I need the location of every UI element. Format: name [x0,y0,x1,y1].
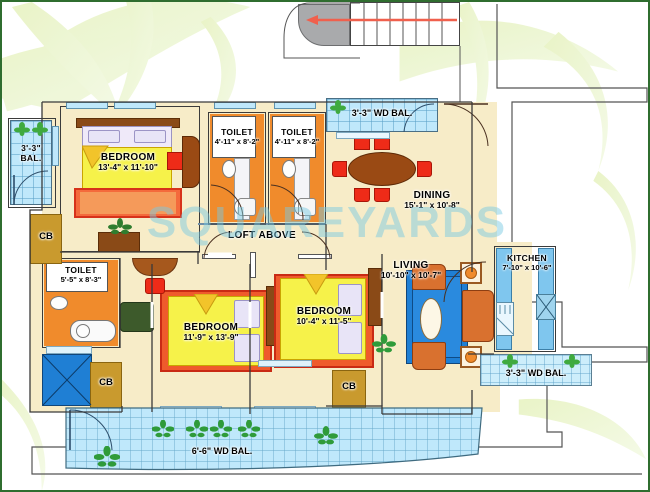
bedroom-2-label: BEDROOM 11'-9" x 13'-9" [183,322,239,343]
balcony-right-wd-label: 3'-3" WD BAL. [505,368,567,378]
toilet-2-label: TOILET 4'-11" x 8'-2" [274,127,320,146]
plant-icon [564,354,580,368]
plant-icon [108,218,132,236]
plant-icon [151,419,175,438]
toilet-3-label: TOILET 5'-5" x 8'-3" [60,265,102,284]
balcony-bottom-wd-label: 6'-6" WD BAL. [191,446,253,456]
cupboard-cb-3-label: CB [342,381,356,392]
bedroom-3-label: BEDROOM 10'-4" x 11'-5" [296,306,352,327]
plant-icon [14,122,30,136]
plant-icon [209,419,233,438]
cupboard-cb-1-label: CB [39,231,53,242]
master-bedroom-label: BEDROOM 13'-4" x 11'-10" [98,152,158,173]
plant-icon [502,354,518,368]
plant-icon [93,445,121,468]
plant-icon [372,334,396,354]
balcony-top-wd-label: 3'-3" WD BAL. [351,108,413,118]
plant-icon [185,419,209,438]
plant-icon [314,426,338,446]
direction-arrow-icon [306,15,457,25]
cupboard-cb-2-label: CB [99,377,113,388]
balcony-left-label: 3'-3" BAL. [20,143,42,163]
plant-icon [32,122,48,136]
living-label: LIVING 10'-10" x 10'-7" [380,260,442,281]
plant-icon [237,419,261,438]
dining-label: DINING 15'-1" x 10'-8" [404,190,460,211]
kitchen-label: KITCHEN 7'-10" x 10'-6" [502,253,552,272]
toilet-1-label: TOILET 4'-11" x 8'-2" [214,127,260,146]
loft-above-label: LOFT ABOVE [227,230,297,241]
